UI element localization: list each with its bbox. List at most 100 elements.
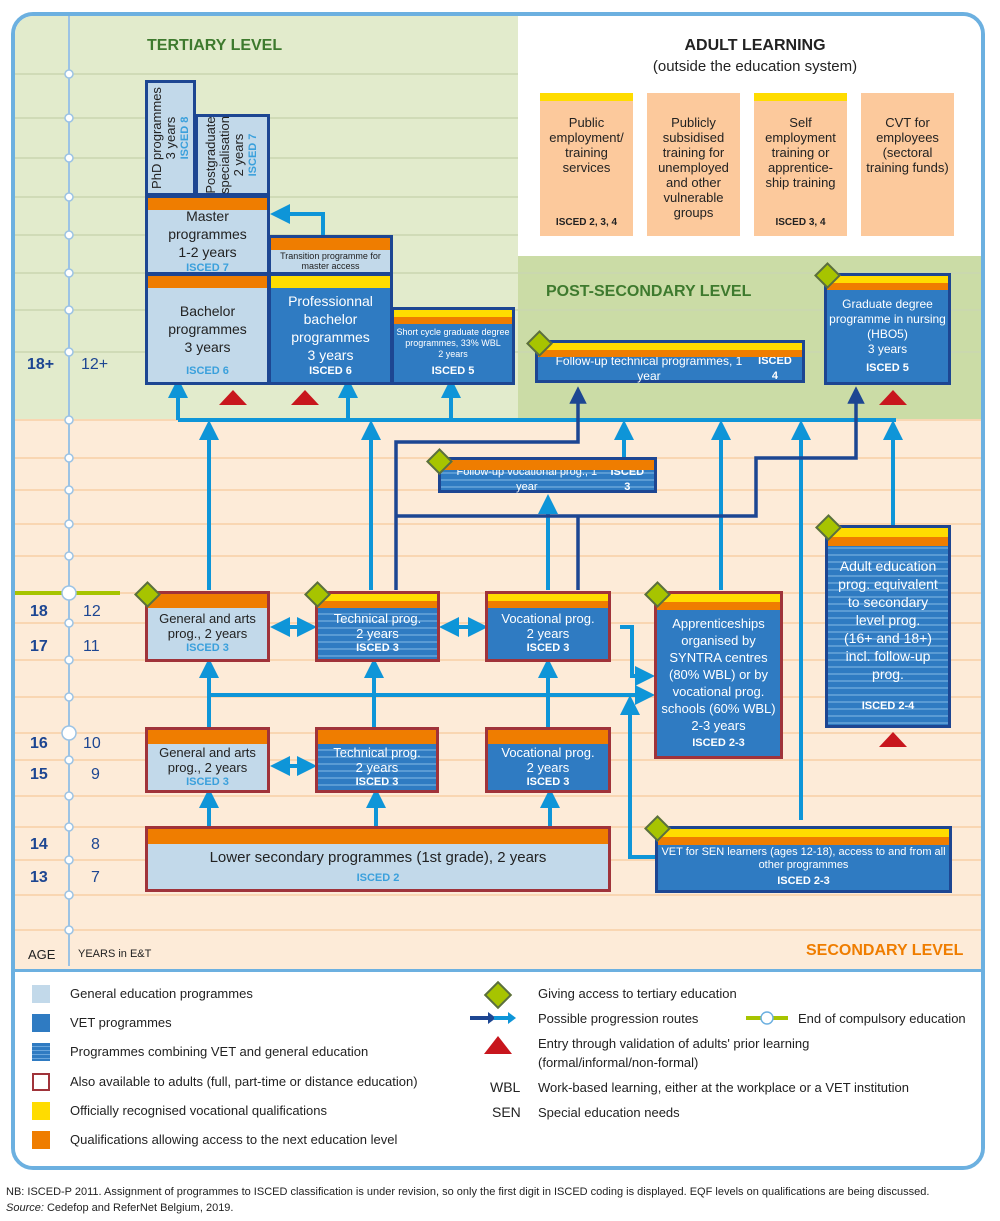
isced-label: ISCED 2-3 bbox=[777, 875, 830, 887]
sen-vet-box: VET for SEN learners (ages 12-18), acces… bbox=[655, 826, 952, 893]
isced-label: ISCED 4 bbox=[758, 354, 792, 382]
route-arrow bbox=[620, 695, 656, 859]
qualification-bar bbox=[658, 837, 949, 845]
box-text: programmes bbox=[168, 320, 247, 337]
progression-routes bbox=[168, 204, 907, 859]
age-label: 14 bbox=[30, 836, 48, 853]
timeline-node bbox=[64, 69, 74, 79]
qualification-bar bbox=[488, 594, 608, 601]
age-timeline bbox=[15, 16, 120, 966]
nursing-programme-box: Graduate degree programme in nursing (HB… bbox=[824, 273, 951, 385]
timeline-node bbox=[64, 113, 74, 123]
legend-abbr: WBL bbox=[490, 1079, 521, 1095]
box-text: CVT for employees (sectoral training fun… bbox=[866, 115, 949, 175]
legend-label: Work-based learning, either at the workp… bbox=[538, 1080, 909, 1095]
isced-label: ISCED 8 bbox=[178, 116, 191, 160]
timeline-node bbox=[64, 618, 74, 628]
box-text: 3 years bbox=[867, 341, 908, 356]
combined-swatch-icon bbox=[32, 1043, 50, 1061]
master-programmes-box: Master programmes 1-2 years ISCED 7 bbox=[145, 195, 270, 275]
qualification-bar bbox=[271, 238, 390, 250]
isced-label: ISCED 5 bbox=[431, 365, 475, 377]
box-text: 3 years bbox=[307, 346, 354, 363]
box-text: Apprenticeships bbox=[672, 616, 765, 631]
years-label: 11 bbox=[83, 638, 100, 655]
validation-triangle-icon bbox=[879, 390, 907, 405]
qualification-bar bbox=[148, 730, 267, 744]
qualification-bar bbox=[827, 276, 948, 283]
qualification-bar bbox=[441, 460, 654, 470]
isced-label: ISCED 3 bbox=[356, 642, 399, 654]
isced-label: ISCED 3 bbox=[186, 642, 229, 654]
legend-label: Giving access to tertiary education bbox=[538, 986, 737, 1001]
years-axis-label: YEARS in E&T bbox=[78, 948, 152, 960]
technical-lower-box: Technical prog. 2 years ISCED 3 bbox=[315, 727, 439, 793]
general-arts-lower-box: General and arts prog., 2 years ISCED 3 bbox=[145, 727, 270, 793]
timeline-node bbox=[64, 925, 74, 935]
adult-learning-title: ADULT LEARNING bbox=[684, 37, 826, 54]
box-text: organised by bbox=[681, 633, 756, 648]
vocational-upper-box: Vocational prog. 2 years ISCED 3 bbox=[485, 591, 611, 662]
box-text: prog. equivalent bbox=[838, 576, 938, 592]
progression-arrow-legend-icon bbox=[470, 1012, 516, 1024]
timeline-node bbox=[64, 855, 74, 865]
isced-label: ISCED 7 bbox=[247, 133, 260, 177]
box-text: Public employment/ training services bbox=[549, 115, 624, 175]
legend-label: Also available to adults (full, part-tim… bbox=[70, 1074, 418, 1089]
timeline-node bbox=[64, 305, 74, 315]
timeline-node bbox=[64, 153, 74, 163]
box-text: Vocational prog. bbox=[501, 611, 595, 626]
timeline-node bbox=[64, 347, 74, 357]
isced-label: ISCED 3 bbox=[355, 775, 399, 788]
box-text: SYNTRA centres bbox=[669, 650, 768, 665]
box-text: master access bbox=[301, 261, 360, 271]
qualification-bar bbox=[148, 198, 267, 210]
box-text: Follow-up technical programmes, 1 year bbox=[555, 353, 743, 383]
timeline-node bbox=[61, 585, 77, 601]
vocational-lower-box: Vocational prog. 2 years ISCED 3 bbox=[485, 727, 611, 793]
isced-label: ISCED 2, 3, 4 bbox=[555, 217, 618, 228]
adult-learning-box: Publicly subsidised training for unemplo… bbox=[647, 93, 740, 236]
timeline-node bbox=[64, 453, 74, 463]
secondary-level-title: SECONDARY LEVEL bbox=[806, 942, 964, 959]
yellow-swatch-icon bbox=[32, 1102, 50, 1120]
isced-label: ISCED 6 bbox=[309, 364, 352, 377]
box-text: other programmes bbox=[758, 859, 849, 871]
timeline-node bbox=[61, 725, 77, 741]
short-cycle-box: Short cycle graduate degree programmes, … bbox=[391, 307, 515, 385]
qualification-bar bbox=[657, 602, 780, 610]
box-text: Technical prog. bbox=[333, 744, 421, 760]
legend-label: Officially recognised vocational qualifi… bbox=[70, 1103, 328, 1118]
box-text: bachelor bbox=[303, 310, 358, 327]
followup-technical-box: Follow-up technical programmes, 1 year I… bbox=[535, 340, 805, 383]
box-text: 3 years bbox=[162, 116, 178, 160]
postgraduate-specialisation-box: Postgraduate specialisation 2 years ISCE… bbox=[195, 114, 270, 196]
legend-label: Qualifications allowing access to the ne… bbox=[70, 1132, 398, 1147]
box-text: Bachelor bbox=[179, 302, 236, 319]
qualification-bar bbox=[488, 601, 608, 608]
technical-upper-box: Technical prog. 2 years ISCED 3 bbox=[315, 591, 440, 662]
box-text: prog., 2 years bbox=[167, 626, 248, 641]
timeline-node bbox=[64, 519, 74, 529]
legend-label: Entry through validation of adults' prio… bbox=[538, 1036, 810, 1051]
legend-abbr: SEN bbox=[492, 1104, 521, 1120]
qualification-bar bbox=[754, 93, 847, 101]
years-label: 12 bbox=[83, 603, 101, 620]
professional-bachelor-box: Professionnal bachelor programmes 3 year… bbox=[268, 273, 393, 385]
phd-programmes-box: PhD programmes 3 years ISCED 8 bbox=[145, 80, 196, 196]
box-text: programme in nursing bbox=[829, 311, 946, 326]
isced-label: ISCED 3 bbox=[186, 775, 229, 788]
validation-triangle-legend-icon bbox=[484, 1036, 512, 1054]
qualification-bar bbox=[148, 276, 267, 288]
qualification-bar bbox=[148, 829, 608, 844]
post-secondary-level-title: POST-SECONDARY LEVEL bbox=[546, 283, 752, 300]
source-label: Source: bbox=[6, 1202, 44, 1214]
age-axis-label: AGE bbox=[28, 947, 56, 962]
validation-triangle-icon bbox=[879, 732, 907, 747]
qualification-bar bbox=[828, 528, 948, 537]
transition-programme-box: Transition programme for master access bbox=[268, 235, 393, 275]
legend-label: Possible progression routes bbox=[538, 1011, 699, 1026]
box-text: 2 years bbox=[526, 759, 570, 775]
box-text: 1-2 years bbox=[178, 243, 237, 260]
years-label: 9 bbox=[91, 766, 100, 783]
